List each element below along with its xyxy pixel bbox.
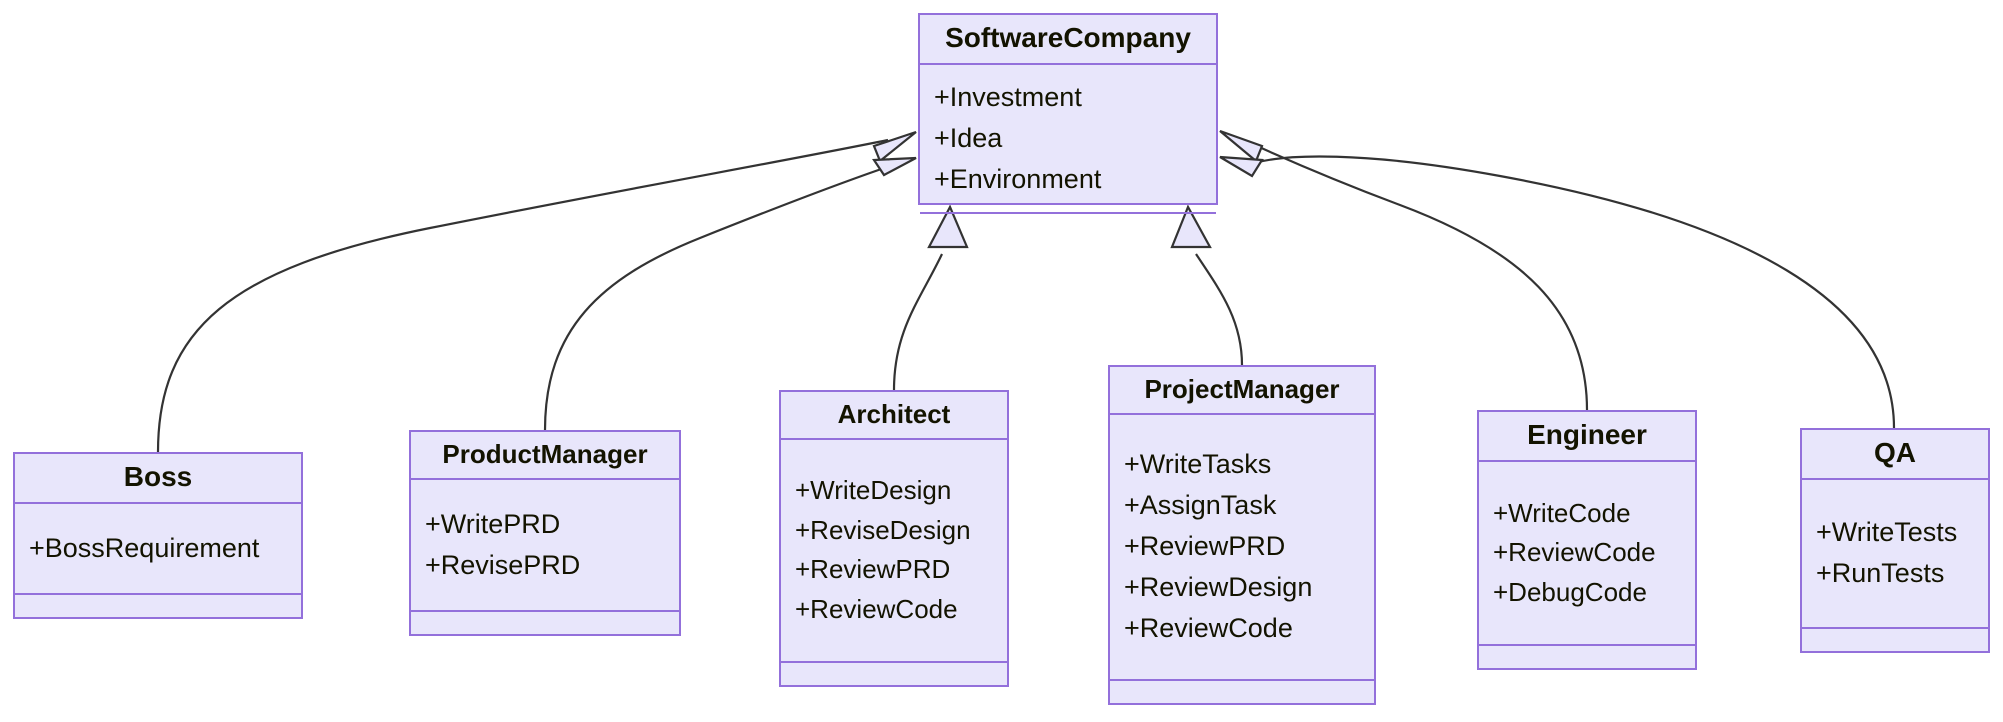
class-methods-qa [1802, 629, 1988, 651]
class-attribute: +WritePRD [425, 508, 561, 539]
class-attributes-product-manager: +WritePRD +RevisePRD [411, 480, 679, 612]
class-attribute: +ReviewCode [795, 593, 958, 624]
class-methods-project-manager [1110, 681, 1374, 703]
class-attributes-architect: +WriteDesign +ReviseDesign +ReviewPRD +R… [781, 440, 1007, 663]
class-attribute: +WriteDesign [795, 475, 952, 506]
class-attribute: +RunTests [1816, 558, 1945, 589]
class-attribute: +WriteCode [1493, 497, 1631, 528]
class-box-qa[interactable]: QA +WriteTests +RunTests [1800, 428, 1990, 653]
class-attribute: +RevisePRD [425, 549, 581, 580]
class-attribute: +ReviewPRD [795, 554, 951, 585]
class-attributes-boss: +BossRequirement [15, 504, 301, 595]
class-attributes-qa: +WriteTests +RunTests [1802, 480, 1988, 629]
class-methods-product-manager [411, 612, 679, 634]
class-box-product-manager[interactable]: ProductManager +WritePRD +RevisePRD [409, 430, 681, 636]
class-attribute: +ReviewCode [1124, 613, 1293, 644]
class-attributes-engineer: +WriteCode +ReviewCode +DebugCode [1479, 462, 1695, 646]
class-attribute: +ReviewCode [1493, 537, 1656, 568]
class-title-architect: Architect [781, 392, 1007, 440]
class-attribute: +AssignTask [1124, 490, 1277, 521]
class-title-engineer: Engineer [1479, 412, 1695, 462]
class-attribute: +ReviewDesign [1124, 572, 1313, 603]
class-attribute: +Environment [934, 163, 1102, 194]
class-methods-engineer [1479, 646, 1695, 668]
class-attribute: +WriteTests [1816, 517, 1958, 548]
class-attribute: +BossRequirement [29, 532, 260, 563]
class-box-engineer[interactable]: Engineer +WriteCode +ReviewCode +DebugCo… [1477, 410, 1697, 670]
class-methods-architect [781, 663, 1007, 685]
class-attribute: +DebugCode [1493, 576, 1647, 607]
class-title-qa: QA [1802, 430, 1988, 480]
class-methods-software-company [920, 214, 1216, 236]
class-box-project-manager[interactable]: ProjectManager +WriteTasks +AssignTask +… [1108, 365, 1376, 705]
class-attribute: +ReviseDesign [795, 514, 971, 545]
class-title-project-manager: ProjectManager [1110, 367, 1374, 415]
class-attribute: +ReviewPRD [1124, 531, 1286, 562]
class-attributes-project-manager: +WriteTasks +AssignTask +ReviewPRD +Revi… [1110, 415, 1374, 681]
class-box-architect[interactable]: Architect +WriteDesign +ReviseDesign +Re… [779, 390, 1009, 687]
class-title-software-company: SoftwareCompany [920, 15, 1216, 65]
class-methods-boss [15, 595, 301, 617]
class-box-software-company[interactable]: SoftwareCompany +Investment +Idea +Envir… [918, 13, 1218, 214]
class-attribute: +Investment [934, 81, 1082, 112]
class-attribute: +Idea [934, 122, 1003, 153]
class-box-boss[interactable]: Boss +BossRequirement [13, 452, 303, 619]
class-attribute: +WriteTasks [1124, 449, 1272, 480]
class-attributes-software-company: +Investment +Idea +Environment [920, 65, 1216, 214]
class-title-product-manager: ProductManager [411, 432, 679, 480]
class-title-boss: Boss [15, 454, 301, 504]
